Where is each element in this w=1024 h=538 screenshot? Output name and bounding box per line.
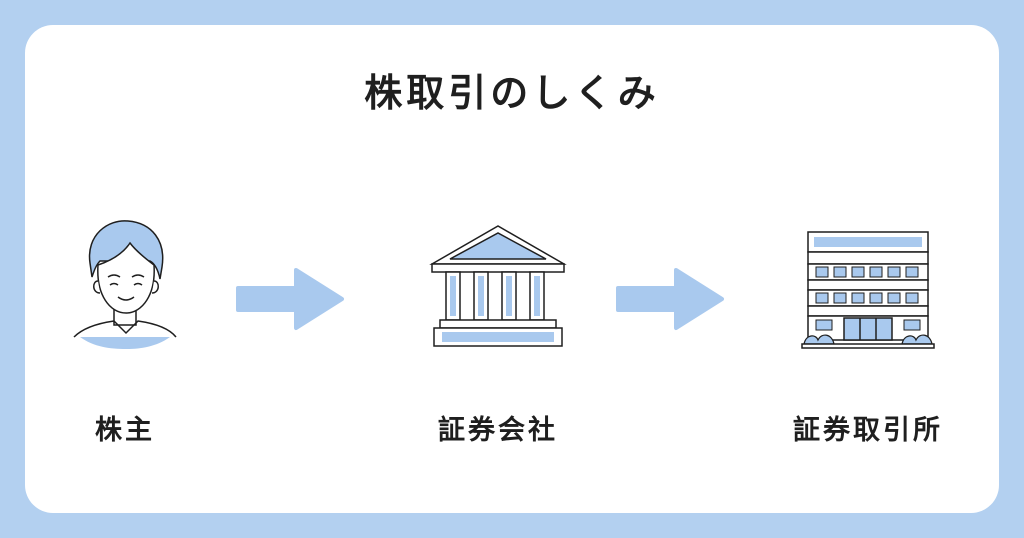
node-label-securities-company: 証券会社 <box>438 415 558 446</box>
node-label-shareholder: 株主 <box>95 415 155 446</box>
node-label-stock-exchange: 証券取引所 <box>793 415 943 446</box>
arrow-right-icon <box>616 268 724 330</box>
bank-building-icon <box>429 225 567 347</box>
diagram-title: 株取引のしくみ <box>364 71 660 115</box>
arrow-right-icon <box>236 268 344 330</box>
office-building-icon <box>801 231 935 349</box>
person-icon <box>73 220 177 349</box>
